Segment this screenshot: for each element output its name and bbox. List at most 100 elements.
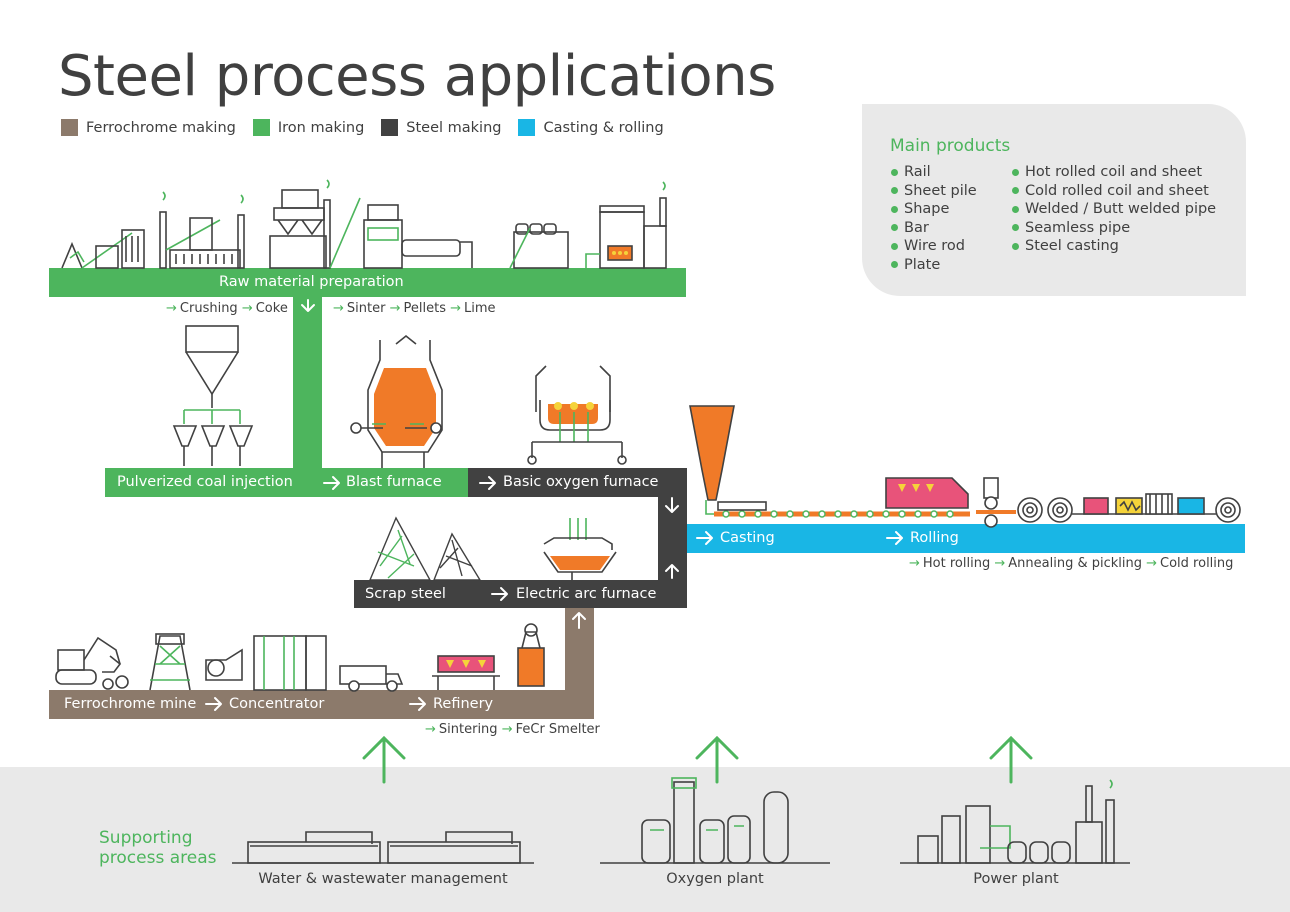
product-item: Shape [891,200,977,219]
bullet-icon [891,168,898,176]
main-products-title: Main products [890,136,1011,156]
bof-label: Basic oxygen furnace [503,474,659,490]
arrow-up-icon [695,735,739,784]
arrow-right-icon: → [166,301,177,316]
ferrochrome-illustration [55,623,545,692]
water-treatment-illustration [232,831,534,864]
arrow-right-icon [323,476,340,490]
pulverized-coal-label: Pulverized coal injection [117,474,293,490]
bullet-icon [1012,224,1019,232]
support-arrows [362,735,1033,784]
legend-label: Ferrochrome making [86,119,236,136]
page-title: Steel process applications [58,44,776,109]
legend-label: Iron making [277,119,365,136]
refinery-substeps: →Sintering →FeCr Smelter [425,722,600,737]
bullet-icon [891,187,898,195]
casting-illustration [689,405,970,518]
power-plant-caption: Power plant [973,871,1059,887]
products-list-1: Rail Sheet pile Shape Bar Wire rod Plate [891,163,977,274]
blast-furnace-illustration [350,334,443,468]
raw-material-plant-illustration [61,179,667,269]
concentrator-label: Concentrator [229,696,325,712]
eaf-label: Electric arc furnace [516,586,657,602]
arrow-right-icon [886,531,903,545]
bof-bar [468,468,687,497]
legend-swatch [61,119,78,136]
product-item: Bar [891,219,977,238]
arrow-right-icon [205,697,222,711]
arrow-up-icon [362,735,406,784]
water-management-caption: Water & wastewater management [258,871,508,887]
bullet-icon [1012,187,1019,195]
legend-item-steel: Steel making [381,119,501,136]
main-products-panel: Main products Rail Sheet pile Shape Bar … [862,104,1246,296]
arrow-right-icon: → [994,556,1006,571]
oxygen-plant-illustration [600,777,830,864]
flow-arrows [205,299,903,711]
coal-injection-illustration [172,325,254,466]
arrow-down-icon [301,299,315,312]
product-item: Steel casting [1012,237,1216,256]
legend-swatch [518,119,536,136]
legend-item-iron: Iron making [252,119,365,136]
bof-illustration [527,365,627,465]
legend-item-casting: Casting & rolling [518,119,664,136]
arrow-right-icon: → [241,301,253,316]
product-item: Plate [891,256,977,275]
arrow-right-icon [491,587,508,601]
product-item: Sheet pile [891,182,977,201]
arrow-down-icon [665,497,679,513]
arrow-right-icon: → [389,301,401,316]
power-plant-illustration [900,779,1130,864]
supporting-areas-band [0,767,1290,912]
product-item: Cold rolled coil and sheet [1012,182,1216,201]
arrow-right-icon: → [909,556,920,571]
legend-label: Casting & rolling [543,119,664,136]
blast-furnace-bar [105,468,469,497]
bullet-icon [1012,205,1019,213]
arrow-right-icon [696,531,713,545]
product-item: Seamless pipe [1012,219,1216,238]
ferrochrome-mine-label: Ferrochrome mine [64,696,197,712]
legend: Ferrochrome making Iron making Steel mak… [61,119,681,136]
blast-furnace-label: Blast furnace [346,474,442,490]
bullet-icon [891,242,898,250]
bullet-icon [891,224,898,232]
eaf-bar [354,580,687,608]
raw-substeps-left: →Crushing →Coke [166,301,288,316]
scrap-steel-illustration [368,516,482,581]
arrow-up-icon [665,564,679,579]
rolling-substeps: →Hot rolling →Annealing & pickling →Cold… [909,556,1234,571]
product-item: Rail [891,163,977,182]
green-connector [293,297,322,469]
supporting-areas-title: Supporting process areas [99,828,217,868]
legend-swatch [252,119,270,136]
arrow-right-icon [409,697,426,711]
eaf-illustration [543,518,617,580]
product-item: Hot rolled coil and sheet [1012,163,1216,182]
rolling-line-illustration [885,477,1241,528]
arrow-right-icon [479,476,496,490]
oxygen-plant-caption: Oxygen plant [666,871,764,887]
scrap-steel-label: Scrap steel [365,586,446,602]
legend-item-ferrochrome: Ferrochrome making [61,119,236,136]
products-list-2: Hot rolled coil and sheet Cold rolled co… [1012,163,1216,256]
raw-substeps-right: →Sinter →Pellets →Lime [333,301,496,316]
casting-label: Casting [720,530,775,546]
rolling-label: Rolling [910,530,959,546]
bullet-icon [891,261,898,269]
casting-rolling-bar [687,524,1245,553]
refinery-label: Refinery [433,696,494,712]
arrow-right-icon: → [425,722,436,737]
arrow-right-icon: → [333,301,344,316]
raw-material-label: Raw material preparation [219,274,404,290]
arrow-right-icon: → [1146,556,1158,571]
ferrochrome-bar [49,690,594,719]
legend-label: Steel making [406,119,502,136]
product-item: Wire rod [891,237,977,256]
bullet-icon [891,205,898,213]
arrow-right-icon: → [450,301,462,316]
legend-swatch [381,119,399,136]
arrow-up-icon [572,612,586,629]
